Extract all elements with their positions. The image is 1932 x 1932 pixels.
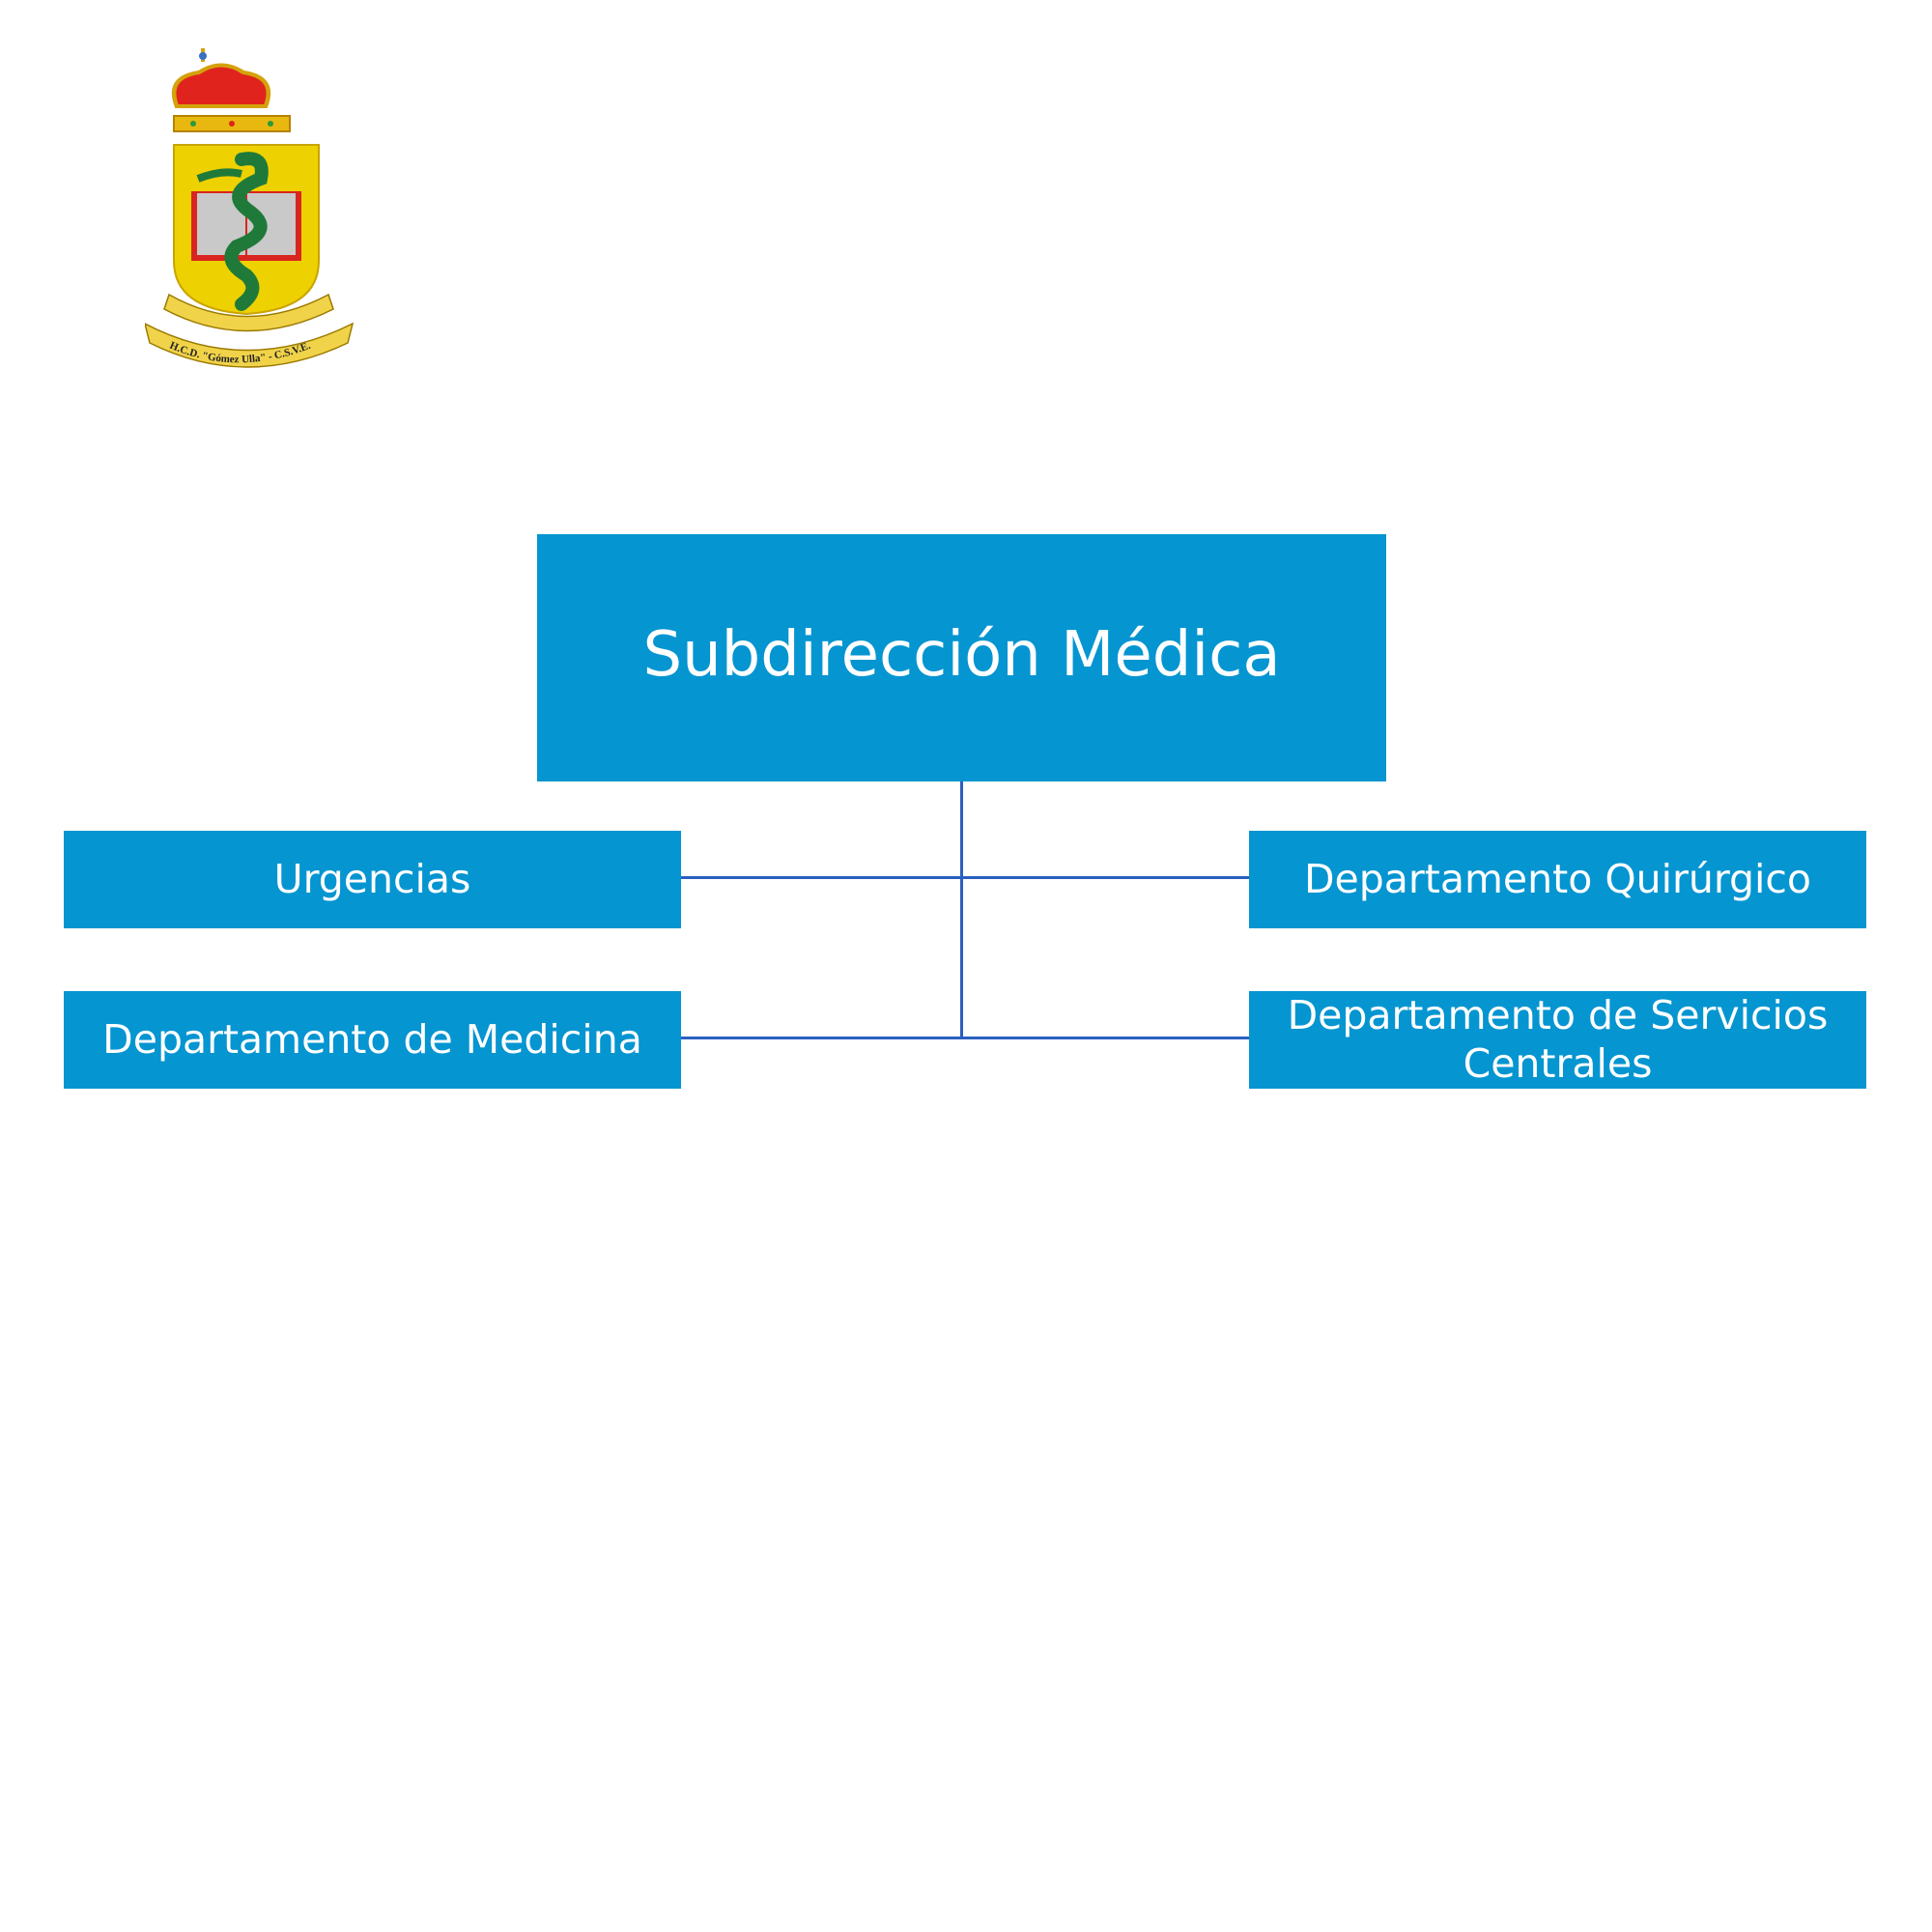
org-node-quirurgico: Departamento Quirúrgico xyxy=(1249,831,1866,928)
crown-icon xyxy=(171,48,291,132)
serpent-staff-icon xyxy=(224,152,269,311)
org-node-root: Subdirección Médica xyxy=(537,534,1386,781)
org-node-label: Departamento de Medicina xyxy=(102,1015,642,1063)
org-node-label: Departamento Quirúrgico xyxy=(1303,855,1811,902)
org-node-servicios-centrales: Departamento de Servicios Centrales xyxy=(1249,991,1866,1089)
org-node-urgencias: Urgencias xyxy=(64,831,681,928)
org-node-label: Subdirección Médica xyxy=(642,618,1281,691)
connector-row-1 xyxy=(681,876,1249,879)
connector-vertical xyxy=(960,781,963,1039)
org-node-label: Departamento de Servicios Centrales xyxy=(1287,992,1829,1087)
org-node-medicina: Departamento de Medicina xyxy=(64,991,681,1089)
coat-of-arms-logo: H.C.D. "Gómez Ulla" - C.S.V.E. xyxy=(145,48,355,368)
org-node-label: Urgencias xyxy=(273,855,471,902)
connector-row-2 xyxy=(681,1037,1249,1039)
motto-ribbon xyxy=(163,293,334,332)
